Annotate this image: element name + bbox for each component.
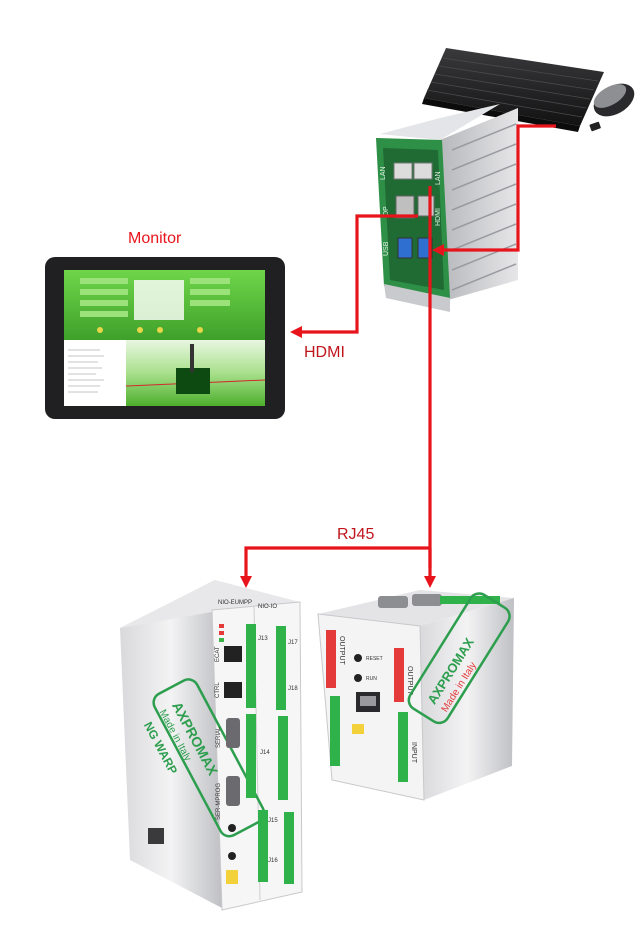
input-terminals	[398, 712, 408, 782]
pc-port-lan2-label: LAN	[435, 171, 442, 185]
monitor-device	[45, 257, 285, 419]
serial-port-icon	[378, 596, 408, 608]
hdmi-label: HDMI	[304, 344, 345, 361]
port-serial-label: SERIAL	[216, 726, 222, 748]
keyboard-mouse-group	[422, 48, 635, 132]
lan-port-icon	[413, 162, 433, 180]
connection-lines	[240, 124, 556, 588]
input-terminals	[330, 696, 340, 766]
ethernet-port-icon	[224, 682, 242, 698]
hdmi-connection-line	[300, 214, 418, 334]
rj45-right-arrow-head	[424, 576, 436, 588]
conn-j13-label: J13	[258, 636, 268, 642]
rj45-label: RJ45	[337, 526, 375, 543]
usb-port-icon	[397, 237, 413, 259]
status-leds	[219, 624, 224, 642]
pc-port-lan-label: LAN	[380, 166, 387, 180]
industrial-pc: LAN LAN HDMI DP USB	[376, 104, 518, 312]
mouse-icon	[589, 83, 635, 132]
monitor-label: Monitor	[128, 230, 182, 247]
ethernet-port-icon	[224, 646, 242, 662]
qr-code-icon	[148, 828, 164, 844]
module-left-header-b: NIO-IO	[258, 604, 277, 610]
port-ctrl-label: CTRL	[215, 682, 221, 698]
usb-arrow-head	[432, 244, 444, 256]
rj45-left-line	[244, 546, 430, 578]
rj45-left-arrow-head	[240, 576, 252, 588]
dp-port-icon	[395, 195, 415, 219]
conn-j16-label: J16	[268, 858, 278, 864]
conn-j15-label: J15	[268, 818, 278, 824]
pc-ports: LAN LAN HDMI DP USB	[380, 162, 442, 259]
reset-button-icon	[228, 824, 236, 832]
usb-connection-line	[440, 124, 556, 252]
run-button-icon	[228, 852, 236, 860]
terminal-block-icon	[226, 870, 238, 884]
output-right-label: OUTPUT	[406, 666, 413, 696]
module-io: OUTPUT OUTPUT INPUT RESET RUN AXPROMAX M…	[317, 590, 514, 801]
pc-port-dp-label: DP	[383, 206, 390, 216]
terminal-block-icon	[352, 724, 364, 734]
module-left-side	[120, 580, 222, 908]
reset-button-icon	[354, 654, 362, 662]
lan-port-icon	[393, 162, 413, 180]
serial-port-icon	[226, 718, 240, 748]
serial-port-icon	[412, 594, 442, 606]
run-label: RUN	[366, 676, 377, 682]
module-left-header-a: NIO-EUMPP	[218, 600, 252, 606]
input-right-label: INPUT	[410, 742, 417, 764]
output-terminals	[326, 630, 336, 688]
conn-j17-label: J17	[288, 640, 298, 646]
terminal-strips	[246, 624, 294, 884]
run-button-icon	[354, 674, 362, 682]
port-serial2-label: SER-MPROG	[216, 783, 222, 820]
conn-j18-label: J18	[288, 686, 298, 692]
pc-heatsink	[440, 108, 518, 300]
output-left-label: OUTPUT	[338, 636, 345, 666]
port-ecat-label: ECAT	[215, 646, 221, 662]
serial-port-icon	[226, 776, 240, 806]
reset-label: RESET	[366, 656, 383, 662]
pc-port-usb-label: USB	[383, 241, 390, 256]
hdmi-arrow-head	[290, 326, 302, 338]
pc-mount-bracket	[384, 284, 450, 312]
output-terminals	[394, 648, 404, 702]
module-ng-warp: AXPROMAX Made in Italy NG WARP NIO-EUMPP…	[120, 580, 303, 911]
conn-j14-label: J14	[260, 750, 270, 756]
pc-port-hdmi-label: HDMI	[435, 208, 442, 226]
